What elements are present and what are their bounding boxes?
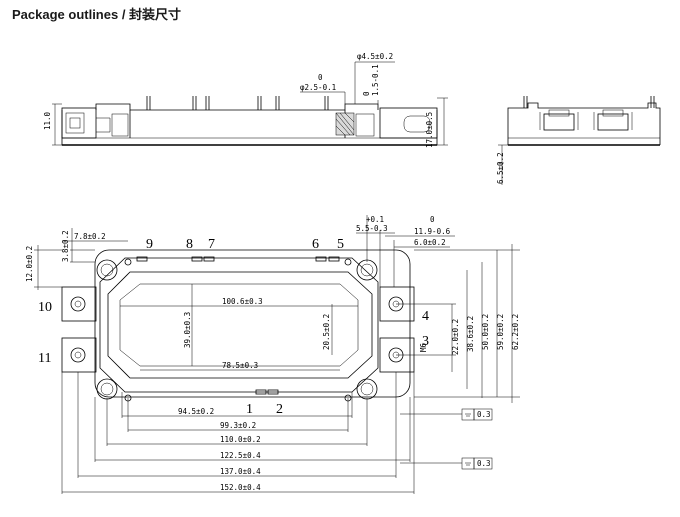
page-title: Package outlines / 封装尺寸	[12, 7, 182, 22]
dim-inner-height: 39.0±0.3	[183, 312, 192, 348]
dim-bottom-4: 122.5±0.4	[220, 451, 261, 460]
dim-inner-width: 100.6±0.3	[222, 297, 263, 306]
dim-pin-step: 1.5-0.1	[371, 64, 380, 96]
dim-pin-tol-a: 0	[318, 73, 323, 82]
pin-label-7: 7	[208, 237, 215, 252]
dim-tr-a: 5.5-0.3	[356, 224, 388, 233]
dim-pin-step-a: 0	[362, 91, 371, 96]
pin-label-2: 2	[276, 402, 283, 417]
dim-bottom-5: 137.0±0.4	[220, 467, 261, 476]
dim-pin-diameter: φ2.5-0.1	[300, 83, 336, 92]
thread-size: M6	[419, 342, 428, 352]
pin-label-5: 5	[337, 237, 344, 252]
dim-terminal-offset: 12.0±0.2	[25, 246, 34, 282]
tolerance-value-2: 0.3	[477, 459, 491, 468]
pin-label-1: 1	[246, 402, 253, 417]
dim-tr-b-tol: 0	[430, 215, 435, 224]
pin-label-11: 11	[38, 351, 51, 366]
end-view: 6.5±0.2	[496, 96, 661, 185]
pin-label-6: 6	[312, 237, 319, 252]
dim-right-1: 22.0±0.2	[451, 319, 460, 355]
dim-terminal-spacing: 20.5±0.2	[322, 314, 331, 350]
dim-right-5: 62.2±0.2	[511, 314, 520, 350]
pin-label-10: 10	[38, 300, 52, 315]
dim-bottom-2: 99.3±0.2	[220, 421, 256, 430]
dim-tr-a-tol: +0.1	[366, 215, 384, 224]
pin-label-9: 9	[146, 237, 153, 252]
pin-label-3: 3	[422, 334, 429, 349]
dim-top-left-offset: 7.8±0.2	[74, 232, 106, 241]
dim-tr-c: 6.0±0.2	[414, 238, 446, 247]
dim-right-3: 50.0±0.2	[481, 314, 490, 350]
dim-side-height: 11.0	[43, 111, 52, 130]
dim-right-2: 38.6±0.2	[466, 316, 475, 352]
dim-right-4: 59.0±0.2	[496, 314, 505, 350]
dim-top-left-pin: 3.8±0.2	[61, 230, 70, 262]
dim-bottom-1: 94.5±0.2	[178, 407, 214, 416]
dim-bottom-6: 152.0±0.4	[220, 483, 261, 492]
dim-end-step: 6.5±0.2	[496, 152, 505, 184]
pin-label-4: 4	[422, 309, 429, 324]
side-view: 11.0 17.0±0.5 φ4.5±0.2 0 φ2.5-0.1 0 1.5-…	[43, 52, 448, 148]
plan-view: 1 2 3 4 5 6 7 8 9 10 11 7.8±0.2 3.8±0.2 …	[25, 215, 520, 494]
dim-side-total-height: 17.0±0.5	[425, 112, 434, 148]
dim-bottom-3: 110.0±0.2	[220, 435, 261, 444]
tolerance-value-1: 0.3	[477, 410, 491, 419]
dim-hole-diameter: φ4.5±0.2	[357, 52, 393, 61]
pin-label-8: 8	[186, 237, 193, 252]
dim-inner-width-2: 78.5±0.3	[222, 361, 258, 370]
dim-tr-b: 11.9-0.6	[414, 227, 451, 236]
